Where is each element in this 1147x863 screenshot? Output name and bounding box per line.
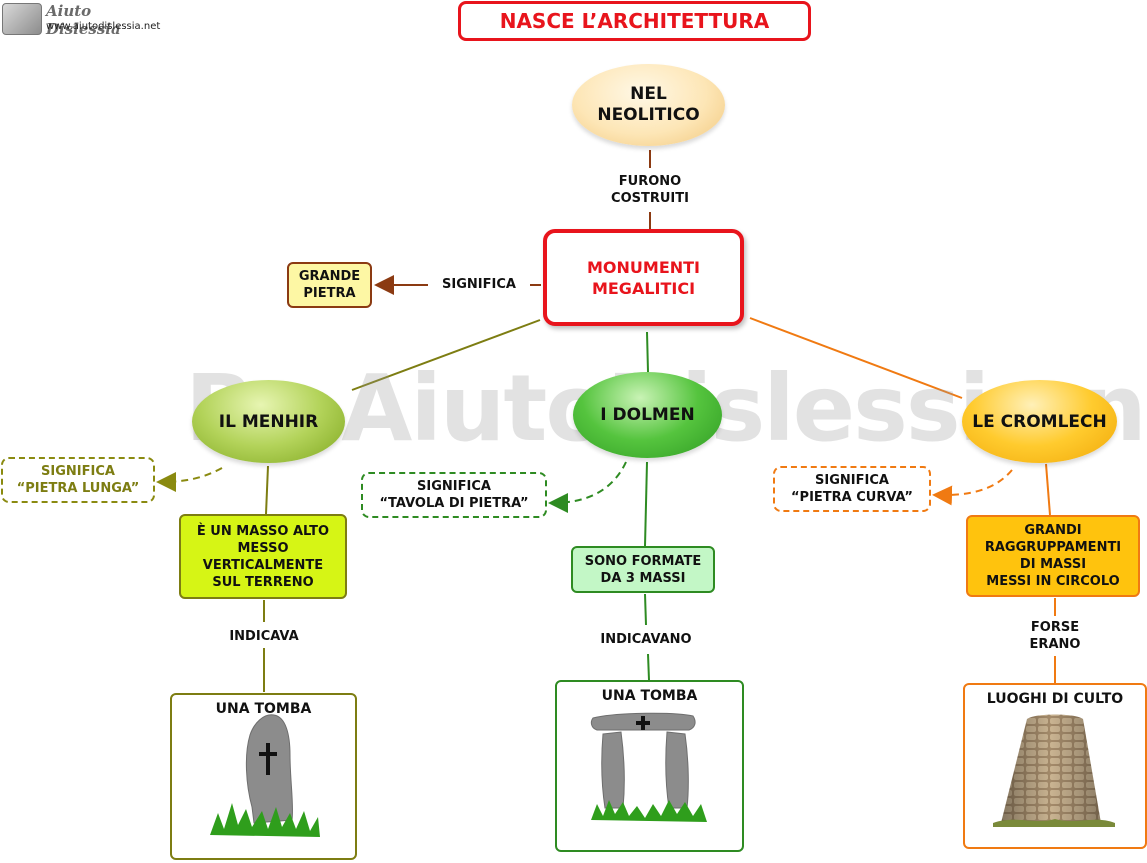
line-monumenti-cromlech (749, 317, 963, 399)
image-box-menhir: UNA TOMBA (170, 693, 357, 860)
image-box-cromlech-caption: LUOGHI DI CULTO (986, 691, 1124, 707)
line-dolmen-desc (644, 461, 648, 547)
image-box-cromlech: LUOGHI DI CULTO (963, 683, 1147, 849)
arrow-menhir-significa (156, 467, 223, 492)
node-menhir: IL MENHIR (192, 380, 345, 463)
line-cromlech-desc (1045, 463, 1051, 516)
node-neolitico: NEL NEOLITICO (572, 64, 725, 146)
node-grande-pietra: GRANDE PIETRA (287, 262, 372, 308)
node-cromlech-significa: SIGNIFICA “PIETRA CURVA” (773, 466, 931, 512)
image-box-menhir-caption: UNA TOMBA (215, 701, 312, 717)
logo[interactable]: Aiuto Dislessia www.aiutodislessia.net (0, 0, 165, 38)
menhir-illustration (210, 714, 320, 837)
image-box-dolmen-caption: UNA TOMBA (601, 688, 698, 704)
node-menhir-descrizione-text: È UN MASSO ALTO MESSO VERTICALMENTE SUL … (196, 523, 330, 590)
line-monumenti-menhir (351, 319, 541, 391)
node-neolitico-text: NEL NEOLITICO (597, 84, 700, 125)
node-cromlech-descrizione: GRANDI RAGGRUPPAMENTI DI MASSI MESSI IN … (966, 515, 1140, 597)
node-dolmen-significa-text: SIGNIFICA “TAVOLA DI PIETRA” (379, 479, 529, 511)
logo-url: www.aiutodislessia.net (46, 21, 161, 32)
node-cromlech-significa-text: SIGNIFICA “PIETRA CURVA” (791, 473, 913, 505)
node-cromlech-text: LE CROMLECH (972, 411, 1107, 432)
nuraghe-illustration (993, 714, 1115, 827)
logo-text: Aiuto Dislessia (46, 2, 121, 38)
logo-book-icon (2, 3, 42, 35)
node-menhir-significa-text: SIGNIFICA “PIETRA LUNGA” (16, 464, 140, 496)
page-title: NASCE L’ARCHITETTURA (458, 1, 811, 41)
label-indicavano: INDICAVANO (600, 632, 692, 647)
node-dolmen: I DOLMEN (573, 372, 722, 458)
node-dolmen-significa: SIGNIFICA “TAVOLA DI PIETRA” (361, 472, 547, 518)
node-dolmen-descrizione: SONO FORMATE DA 3 MASSI (571, 546, 715, 593)
arrow-cromlech-significa (932, 469, 1013, 506)
node-menhir-text: IL MENHIR (218, 411, 319, 432)
node-dolmen-text: I DOLMEN (600, 405, 695, 425)
label-furono-costruiti: FURONO COSTRUITI (611, 174, 689, 206)
node-grande-pietra-text: GRANDE PIETRA (298, 269, 361, 301)
dolmen-illustration (590, 712, 707, 822)
node-cromlech: LE CROMLECH (962, 380, 1117, 463)
node-cromlech-descrizione-text: GRANDI RAGGRUPPAMENTI DI MASSI MESSI IN … (984, 523, 1122, 589)
arrow-dolmen-significa (548, 461, 627, 513)
node-dolmen-descrizione-text: SONO FORMATE DA 3 MASSI (584, 553, 702, 586)
line-monumenti-dolmen (646, 331, 649, 373)
node-menhir-descrizione: È UN MASSO ALTO MESSO VERTICALMENTE SUL … (179, 514, 347, 599)
line-menhir-desc (265, 465, 269, 515)
label-significa-main: SIGNIFICA (442, 277, 516, 292)
node-monumenti-text: MONUMENTI MEGALITICI (586, 257, 700, 298)
line-indicavano-img (647, 653, 650, 681)
image-box-dolmen: UNA TOMBA (555, 680, 744, 852)
label-forse-erano: FORSE ERANO (1029, 620, 1081, 652)
node-monumenti-megalitici: MONUMENTI MEGALITICI (543, 229, 744, 326)
node-menhir-significa: SIGNIFICA “PIETRA LUNGA” (1, 457, 155, 503)
label-indicava: INDICAVA (229, 629, 299, 644)
page-title-text: NASCE L’ARCHITETTURA (499, 9, 770, 33)
line-desc-indicavano (644, 593, 647, 626)
